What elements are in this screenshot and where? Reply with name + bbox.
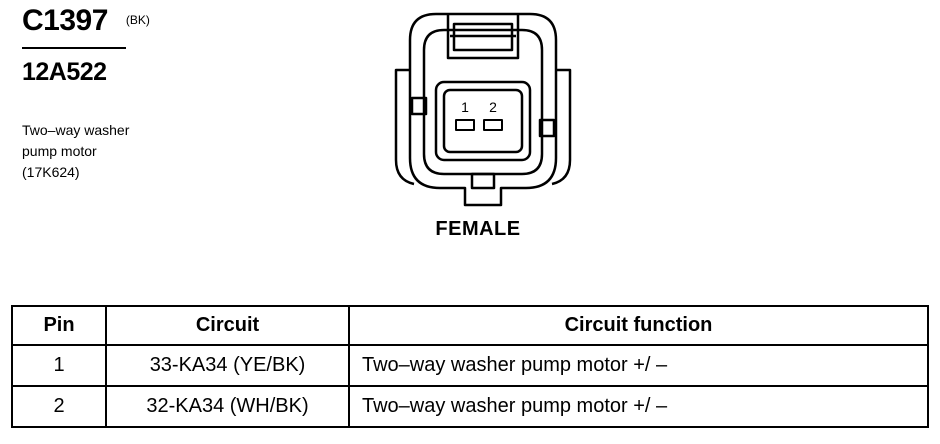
connector-shoulder-right	[551, 68, 572, 186]
connector-face-diagram: 1 2	[394, 12, 572, 207]
lock-tab-right	[538, 118, 556, 138]
terminal-cavity	[434, 80, 532, 162]
header-divider	[22, 47, 126, 49]
lock-tab-left	[410, 96, 428, 116]
connector-color: (BK)	[125, 13, 150, 27]
pin-slot-2	[483, 119, 503, 131]
connector-shoulder-left	[394, 68, 415, 186]
connector-key	[470, 172, 496, 190]
description-line: Two–way washer	[22, 122, 130, 138]
pin-cell: 1	[11, 344, 107, 387]
connector-latch	[446, 14, 520, 60]
column-header-pin: Pin	[11, 305, 107, 346]
function-cell: Two–way washer pump motor +/ –	[348, 385, 929, 428]
description-line: pump motor	[22, 143, 97, 159]
connector-code: C1397	[22, 4, 108, 37]
column-header-circuit: Circuit	[105, 305, 350, 346]
column-header-function: Circuit function	[348, 305, 929, 346]
pin-label-1: 1	[461, 99, 469, 115]
connector-gender: FEMALE	[435, 218, 521, 240]
pin-cell: 2	[11, 385, 107, 428]
table-row: 1 33-KA34 (YE/BK) Two–way washer pump mo…	[11, 344, 929, 387]
connector-header: C1397 (BK)	[22, 4, 222, 38]
function-cell: Two–way washer pump motor +/ –	[348, 344, 929, 387]
part-number: 12A522	[22, 58, 107, 86]
component-description: Two–way washer pump motor (17K624)	[22, 120, 129, 183]
pin-slot-1	[455, 119, 475, 131]
circuit-cell: 32-KA34 (WH/BK)	[105, 385, 350, 428]
pinout-table: Pin Circuit Circuit function 1 33-KA34 (…	[11, 305, 929, 428]
description-line: (17K624)	[22, 164, 80, 180]
circuit-cell: 33-KA34 (YE/BK)	[105, 344, 350, 387]
connector-inner-shell	[422, 28, 544, 176]
pin-label-2: 2	[489, 99, 497, 115]
connector-housing	[408, 12, 558, 207]
table-header-row: Pin Circuit Circuit function	[11, 305, 929, 346]
table-row: 2 32-KA34 (WH/BK) Two–way washer pump mo…	[11, 385, 929, 428]
